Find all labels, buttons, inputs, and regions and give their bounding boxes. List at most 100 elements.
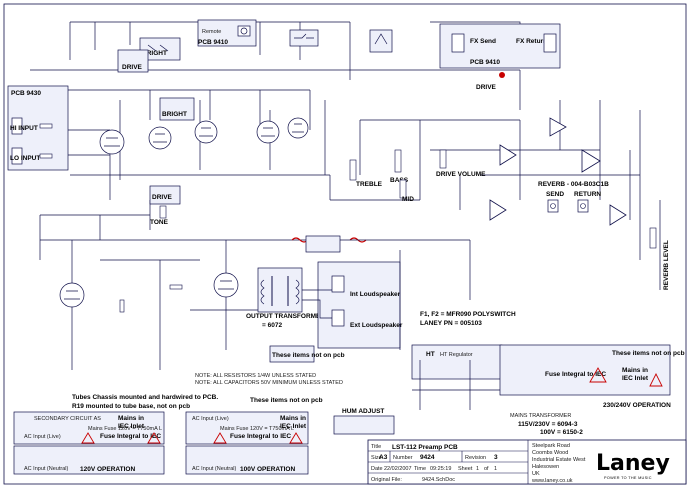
svg-text:Coombs Wood: Coombs Wood <box>532 450 568 456</box>
svg-text:RETURN: RETURN <box>574 191 601 198</box>
svg-text:Mains Fuse 120V = T750mA L: Mains Fuse 120V = T750mA L <box>88 426 162 432</box>
svg-text:Industrial Estate West: Industrial Estate West <box>532 457 586 463</box>
tone-stack: TREBLE BASS MID TONE <box>150 149 414 226</box>
sheet-border <box>3 3 687 485</box>
svg-text:SEND: SEND <box>546 191 564 198</box>
size-label: Size <box>371 455 382 461</box>
svg-text:IEC Inlet: IEC Inlet <box>280 423 307 430</box>
revision-value: 3 <box>494 454 498 461</box>
fuse-note-2: LANEY PN = 005103 <box>420 320 482 327</box>
svg-text:OUTPUT TRANSFORMER: OUTPUT TRANSFORMER <box>246 313 325 320</box>
svg-text:BRIGHT: BRIGHT <box>142 50 167 57</box>
title-label: Title <box>371 444 381 450</box>
time-label: Time <box>414 466 426 472</box>
items-not-on-pcb-center: These items not on pcb <box>272 352 345 359</box>
svg-text:Halesowen: Halesowen <box>532 464 559 470</box>
svg-text:Int Loudspeaker: Int Loudspeaker <box>350 291 401 298</box>
drive-volume: DRIVE VOLUME <box>436 149 486 178</box>
svg-text:PCB 9410: PCB 9410 <box>470 59 500 66</box>
number-value: 9424 <box>420 454 435 461</box>
svg-text:Mains in: Mains in <box>118 415 144 422</box>
svg-text:REVERB LEVEL: REVERB LEVEL <box>663 240 670 290</box>
svg-text:FX Send: FX Send <box>470 38 496 45</box>
svg-text:MID: MID <box>402 196 414 203</box>
svg-text:DRIVE VOLUME: DRIVE VOLUME <box>436 171 486 178</box>
revision-label: Revision <box>465 455 486 461</box>
svg-text:HI INPUT: HI INPUT <box>10 125 38 132</box>
brand-logo: Laney <box>596 451 670 476</box>
ht-regulator: HT HT Regulator <box>411 344 505 410</box>
svg-text:UK: UK <box>532 471 540 477</box>
file-value: 9424.SchDoc <box>422 477 455 483</box>
output-transformer: OUTPUT TRANSFORMER = 6072 <box>246 267 325 329</box>
note-resistors: NOTE: ALL RESISTORS 1/4W UNLESS STATED <box>195 373 316 379</box>
speaker-jacks: Int Loudspeaker Ext Loudspeaker <box>302 261 403 349</box>
svg-text:120V OPERATION: 120V OPERATION <box>80 466 135 473</box>
svg-text:DRIVE: DRIVE <box>122 64 143 71</box>
of-value: 1 <box>494 466 497 472</box>
svg-text:DRIVE: DRIVE <box>152 194 173 201</box>
sheet-label: Sheet <box>458 466 473 472</box>
svg-text:Mains in: Mains in <box>622 367 648 374</box>
svg-text:100V OPERATION: 100V OPERATION <box>240 466 295 473</box>
svg-text:HT: HT <box>426 351 435 358</box>
mains-100: These items not on pcb AC Input (Live) M… <box>185 397 323 475</box>
date-label: Date <box>371 466 383 472</box>
svg-text:230/240V OPERATION: 230/240V OPERATION <box>603 402 671 409</box>
hum-adjust: HUM ADJUST <box>342 408 384 415</box>
svg-text:SECONDARY CIRCUIT AS: SECONDARY CIRCUIT AS <box>34 416 101 422</box>
mains-230: These items not on pcb Mains in IEC Inle… <box>499 344 685 436</box>
svg-text:PCB 9410: PCB 9410 <box>198 39 228 46</box>
mains-120: SECONDARY CIRCUIT AS AC Input (Live) Mai… <box>13 411 165 475</box>
svg-text:DRIVE: DRIVE <box>476 84 497 91</box>
svg-text:BASS: BASS <box>390 177 409 184</box>
svg-text:BRIGHT: BRIGHT <box>162 111 187 118</box>
svg-text:TREBLE: TREBLE <box>356 181 383 188</box>
svg-text:HT Regulator: HT Regulator <box>440 352 473 358</box>
svg-text:These items not on pcb: These items not on pcb <box>250 397 323 404</box>
svg-text:AC Input (Live): AC Input (Live) <box>192 416 229 422</box>
title-block: Title LST-112 Preamp PCB Size A3 Number … <box>367 439 687 485</box>
tubes-note-1: Tubes Chassis mounted and hardwired to P… <box>72 394 218 401</box>
opamps <box>489 117 627 226</box>
of-label: of <box>484 466 489 472</box>
drive-switch-top: DRIVE <box>117 49 149 73</box>
bright-switch-top: BRIGHT <box>139 37 181 61</box>
relay-top <box>289 29 393 53</box>
svg-text:= 6072: = 6072 <box>262 322 282 329</box>
number-label: Number <box>393 455 413 461</box>
size-value: A3 <box>379 454 388 461</box>
remote-connector: Remote PCB 9410 <box>197 19 257 47</box>
bright-switch-mid: BRIGHT <box>159 97 195 121</box>
svg-text:Fuse Integral to IEC: Fuse Integral to IEC <box>100 433 161 440</box>
svg-text:IEC Inlet: IEC Inlet <box>118 423 145 430</box>
brand-tagline: POWER TO THE MUSIC <box>604 476 652 480</box>
svg-text:Mains in: Mains in <box>280 415 306 422</box>
fx-loop: FX Send FX Return PCB 9410 DRIVE <box>439 23 561 91</box>
svg-text:Steelpark Road: Steelpark Road <box>532 443 570 449</box>
svg-text:Remote: Remote <box>202 29 221 35</box>
svg-text:REVERB - 004-B03C1B: REVERB - 004-B03C1B <box>538 181 609 188</box>
svg-text:FX Return: FX Return <box>516 38 547 45</box>
time-value: 09:25:19 <box>430 466 451 472</box>
preamp-tubes <box>99 117 309 155</box>
svg-text:These items not on pcb: These items not on pcb <box>612 350 685 357</box>
reverb-tank: REVERB - 004-B03C1B SEND RETURN REVERB L… <box>538 181 670 290</box>
file-label: Original File: <box>371 477 402 483</box>
svg-text:115V/230V = 6094-3: 115V/230V = 6094-3 <box>518 421 578 428</box>
svg-text:PCB 9430: PCB 9430 <box>11 90 41 97</box>
drive-switch-mid: DRIVE <box>149 185 181 205</box>
ht-fuses <box>291 235 471 350</box>
svg-text:AC Input (Neutral): AC Input (Neutral) <box>24 466 68 472</box>
svg-text:AC Input (Neutral): AC Input (Neutral) <box>192 466 236 472</box>
date-value: 22/02/2007 <box>384 466 412 472</box>
svg-text:LO INPUT: LO INPUT <box>10 155 40 162</box>
svg-text:Fuse Integral to IEC: Fuse Integral to IEC <box>230 433 291 440</box>
fuse-note-1: F1, F2 = MFR090 POLYSWITCH <box>420 311 516 318</box>
note-capacitors: NOTE: ALL CAPACITORS 50V MINIMUM UNLESS … <box>195 380 343 386</box>
svg-text:Mains Fuse 120V = T750mA L: Mains Fuse 120V = T750mA L <box>220 426 294 432</box>
svg-text:Ext Loudspeaker: Ext Loudspeaker <box>350 322 403 329</box>
tubes-note-2: R19 mounted to tube base, not on pcb <box>72 403 190 410</box>
title-value: LST-112 Preamp PCB <box>392 444 458 451</box>
